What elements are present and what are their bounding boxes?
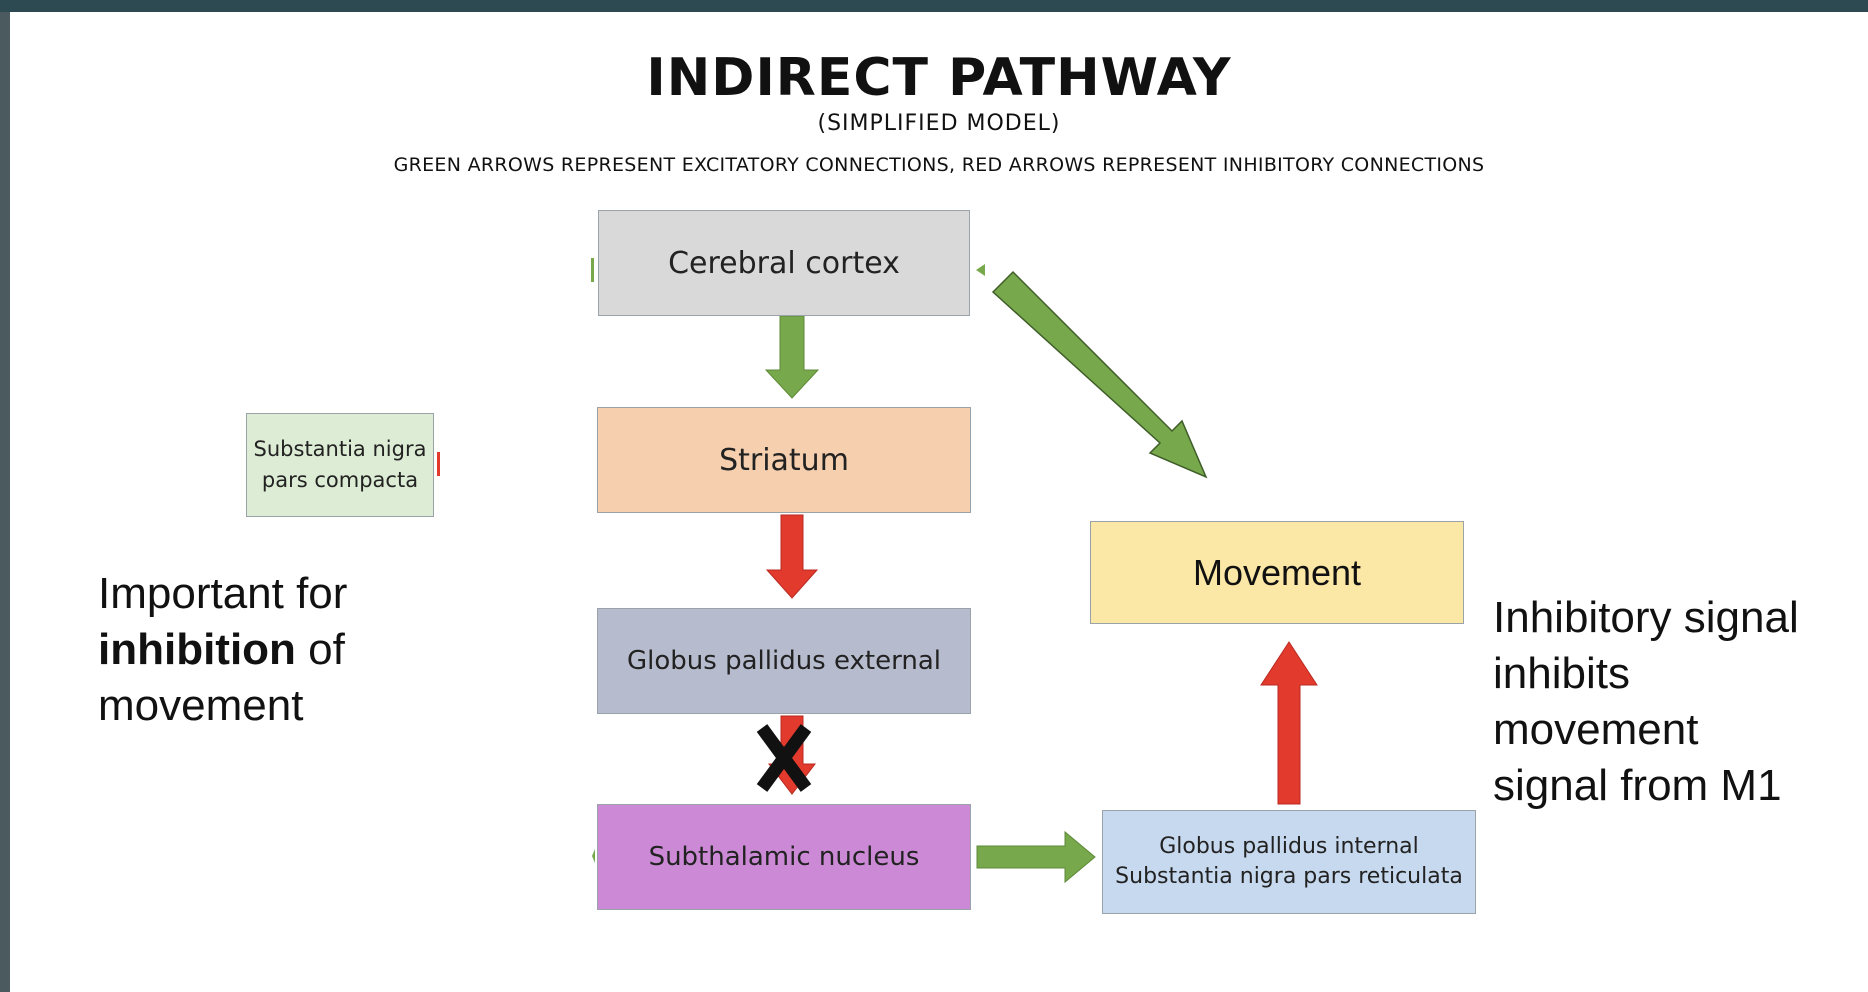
arrow-gpi-to-movement bbox=[1260, 641, 1318, 805]
left-annotation-bold: inhibition bbox=[98, 625, 296, 674]
blocked-x-icon bbox=[756, 724, 812, 792]
diagram-subtitle: (SIMPLIFIED MODEL) bbox=[817, 111, 1061, 136]
right-annotation-line2: inhibits bbox=[1493, 649, 1630, 698]
gpi-label-line1: Globus pallidus internal bbox=[1159, 834, 1419, 859]
node-substantia-nigra-pars-compacta: Substantia nigra pars compacta bbox=[246, 413, 434, 517]
right-annotation-line1: Inhibitory signal bbox=[1493, 593, 1799, 642]
arrow-cortex-to-movement bbox=[991, 270, 1208, 479]
stub-mark bbox=[976, 264, 985, 276]
left-annotation-after-bold: of bbox=[295, 625, 345, 674]
left-annotation: Important for inhibition of movement bbox=[98, 566, 478, 734]
snc-label-line1: Substantia nigra bbox=[253, 437, 427, 461]
gpi-label-line2: Substantia nigra pars reticulata bbox=[1115, 864, 1463, 889]
arrows-layer bbox=[437, 258, 1318, 884]
node-movement: Movement bbox=[1090, 521, 1464, 624]
arrow-striatum-to-gpe bbox=[765, 514, 819, 599]
left-annotation-line3: movement bbox=[98, 681, 304, 730]
diagram-title: INDIRECT PATHWAY bbox=[646, 48, 1232, 108]
arrow-cortex-to-striatum bbox=[764, 315, 820, 399]
node-globus-pallidus-external: Globus pallidus external bbox=[597, 608, 971, 714]
left-annotation-line1: Important for bbox=[98, 569, 348, 618]
node-subthalamic-nucleus: Subthalamic nucleus bbox=[597, 804, 971, 910]
left-bar bbox=[0, 12, 10, 992]
snc-label-line2: pars compacta bbox=[261, 468, 419, 492]
node-striatum: Striatum bbox=[597, 407, 971, 513]
stub-mark bbox=[437, 452, 440, 476]
arrow-stn-to-gpi bbox=[976, 830, 1096, 884]
legend-note: GREEN ARROWS REPRESENT EXCITATORY CONNEC… bbox=[393, 154, 1485, 176]
stub-mark bbox=[592, 849, 595, 863]
stub-mark bbox=[591, 258, 594, 282]
right-annotation-line4: signal from M1 bbox=[1493, 761, 1782, 810]
left-annotation-line2: inhibition of bbox=[98, 622, 478, 678]
node-globus-pallidus-internal: Globus pallidus internal Substantia nigr… bbox=[1102, 810, 1476, 914]
slide: INDIRECT PATHWAY (SIMPLIFIED MODEL) GREE… bbox=[10, 12, 1868, 992]
right-annotation: Inhibitory signal inhibits movement sign… bbox=[1493, 590, 1853, 814]
top-bar bbox=[0, 0, 1868, 12]
node-cerebral-cortex: Cerebral cortex bbox=[598, 210, 970, 316]
right-annotation-line3: movement bbox=[1493, 705, 1699, 754]
